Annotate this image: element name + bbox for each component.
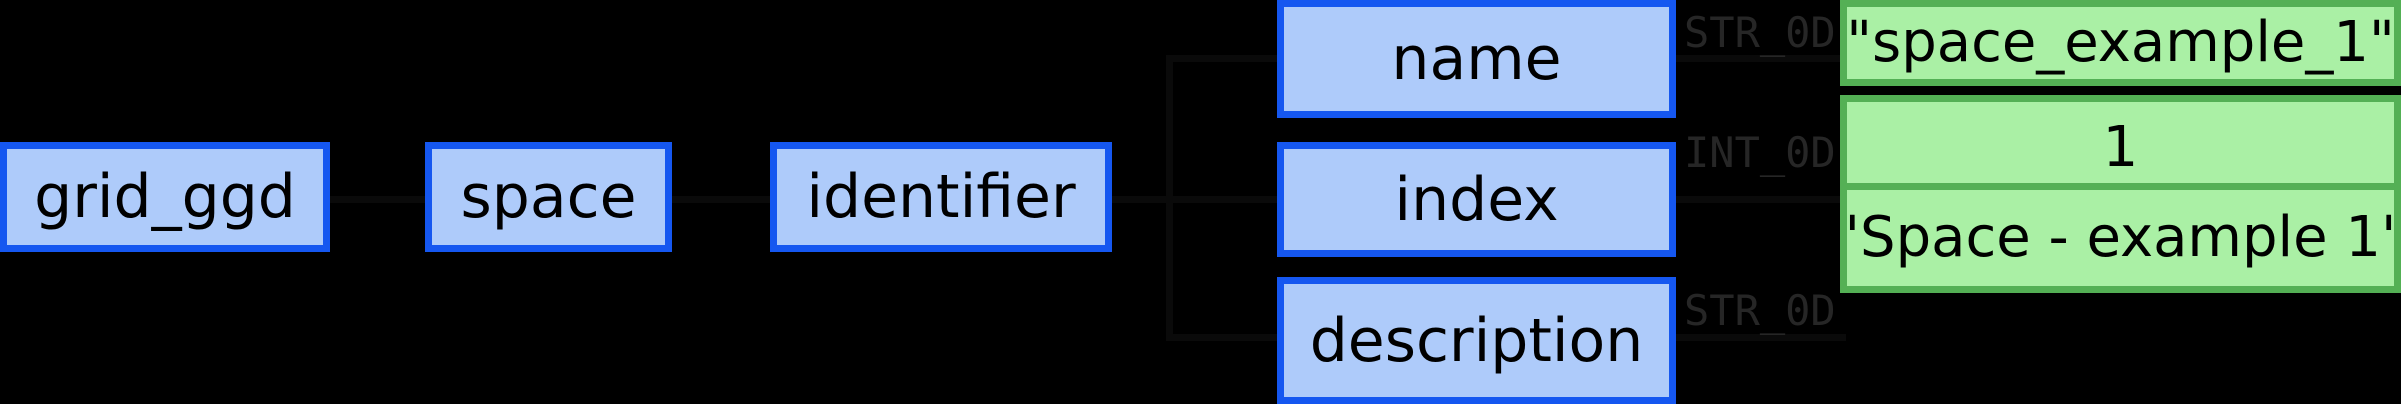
node-grid-ggd[interactable]: grid_ggd (0, 142, 330, 252)
node-field-description[interactable]: description (1277, 277, 1676, 404)
value-name[interactable]: "space_example_1" (1840, 0, 2401, 86)
edge-index-value (1670, 196, 1846, 203)
edge-identifier-index (1166, 196, 1282, 203)
edge-space-identifier (666, 196, 778, 203)
edge-identifier-name (1166, 55, 1282, 62)
type-label-index: INT_0D (1684, 128, 1836, 177)
node-field-name[interactable]: name (1277, 0, 1676, 118)
type-label-description: STR_0D (1684, 286, 1836, 335)
edge-description-value (1670, 334, 1846, 341)
node-space[interactable]: space (425, 142, 672, 252)
edge-grid_ggd-space (326, 196, 432, 203)
node-field-index[interactable]: index (1277, 142, 1676, 257)
node-identifier[interactable]: identifier (770, 142, 1112, 252)
edge-identifier-fanout-stub (1106, 196, 1166, 203)
value-description[interactable]: "Space - example 1" (1840, 183, 2401, 293)
edge-name-value (1670, 55, 1846, 62)
edge-identifier-description (1166, 334, 1282, 341)
type-label-name: STR_0D (1684, 8, 1836, 57)
